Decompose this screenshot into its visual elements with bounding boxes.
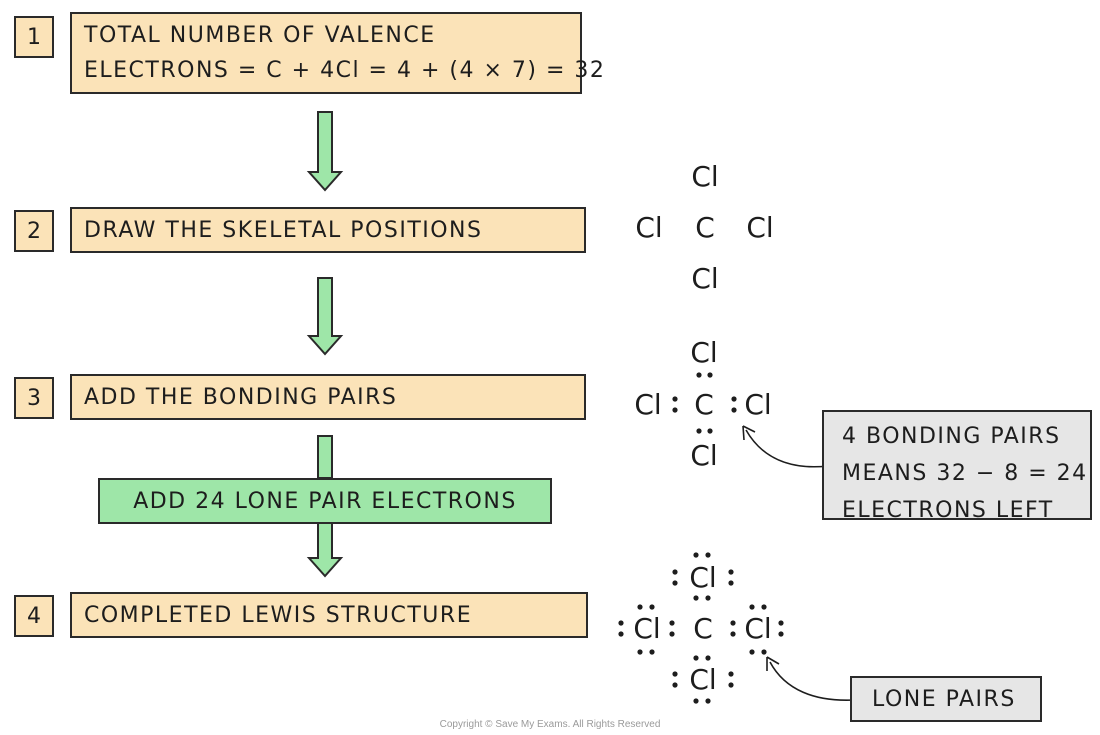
dot <box>672 671 678 677</box>
lewis-cl-right: Cl <box>744 612 772 645</box>
dot <box>705 698 711 704</box>
dot <box>749 604 755 610</box>
skeletal-cl-top: Cl <box>691 160 719 193</box>
dot <box>778 620 784 626</box>
dot <box>672 396 678 402</box>
dot <box>693 595 699 601</box>
step-1-line-1: TOTAL NUMBER OF VALENCE <box>84 23 436 48</box>
dot <box>669 620 675 626</box>
step-box-3: ADD THE BONDING PAIRS <box>70 374 586 420</box>
bonding-pair-dots <box>672 372 737 434</box>
bonding-pairs-callout: 4 BONDING PAIRS MEANS 32 − 8 = 24 ELECTR… <box>822 410 1092 523</box>
bonding-cl-left: Cl <box>634 388 662 421</box>
lewis-cl-bottom: Cl <box>689 663 717 696</box>
dot <box>705 552 711 558</box>
dot <box>731 396 737 402</box>
dot <box>618 631 624 637</box>
step-number-4: 4 <box>14 595 54 637</box>
flow-arrow-1 <box>306 111 344 192</box>
lewis-cl-top: Cl <box>689 561 717 594</box>
dot <box>696 428 702 434</box>
dot <box>649 604 655 610</box>
bonding-cl-right: Cl <box>744 388 772 421</box>
dot <box>618 620 624 626</box>
dot <box>728 580 734 586</box>
flow-arrow-3-bottom <box>306 521 344 578</box>
skeletal-cl-left: Cl <box>635 211 663 244</box>
bonding-callout-line-1: 4 BONDING PAIRS <box>842 424 1061 449</box>
dot <box>728 569 734 575</box>
skeletal-cl-right: Cl <box>746 211 774 244</box>
dot <box>693 552 699 558</box>
dot <box>669 631 675 637</box>
dot <box>761 604 767 610</box>
flow-arrow-2 <box>306 277 344 356</box>
step-box-1: TOTAL NUMBER OF VALENCE ELECTRONS = C + … <box>70 12 604 94</box>
lewis-c: C <box>693 612 713 645</box>
lone-pair-step-box: ADD 24 LONE PAIR ELECTRONS <box>98 478 552 524</box>
lone-pairs-callout: LONE PAIRS <box>850 676 1042 722</box>
dot <box>730 631 736 637</box>
step-number-1: 1 <box>14 16 54 58</box>
dot <box>728 671 734 677</box>
step-box-2: DRAW THE SKELETAL POSITIONS <box>70 207 586 253</box>
copyright-notice: Copyright © Save My Exams. All Rights Re… <box>439 719 661 730</box>
step-2-text: DRAW THE SKELETAL POSITIONS <box>84 217 483 243</box>
step-4-text: COMPLETED LEWIS STRUCTURE <box>84 602 473 628</box>
dot <box>672 580 678 586</box>
lewis-structure-dots <box>618 552 784 704</box>
bonding-callout-pointer <box>742 425 834 470</box>
skeletal-cl-bottom: Cl <box>691 262 719 295</box>
dot <box>696 372 702 378</box>
dot <box>728 682 734 688</box>
dot <box>672 569 678 575</box>
dot <box>672 682 678 688</box>
dot <box>705 595 711 601</box>
dot <box>637 649 643 655</box>
lone-pair-step-text: ADD 24 LONE PAIR ELECTRONS <box>133 488 517 514</box>
dot <box>707 372 713 378</box>
dot <box>778 631 784 637</box>
lewis-cl-left: Cl <box>633 612 661 645</box>
dot <box>749 649 755 655</box>
skeletal-c: C <box>695 211 715 244</box>
dot <box>730 620 736 626</box>
dot <box>637 604 643 610</box>
lone-pairs-callout-text: LONE PAIRS <box>872 686 1016 712</box>
dot <box>693 655 699 661</box>
lone-pairs-callout-pointer <box>766 656 861 704</box>
bonding-c: C <box>694 388 714 421</box>
step-3-text: ADD THE BONDING PAIRS <box>84 384 398 410</box>
bonding-callout-line-2: MEANS 32 − 8 = 24 <box>842 461 1088 486</box>
dot <box>761 649 767 655</box>
dot <box>707 428 713 434</box>
dot <box>672 407 678 413</box>
dot <box>731 407 737 413</box>
step-1-line-2: ELECTRONS = C + 4Cl = 4 + (4 × 7) = 32 <box>84 58 606 83</box>
bonding-callout-line-3: ELECTRONS LEFT <box>842 498 1054 523</box>
step-box-4: COMPLETED LEWIS STRUCTURE <box>70 592 588 638</box>
dot <box>649 649 655 655</box>
dot <box>705 655 711 661</box>
bonding-cl-bottom: Cl <box>690 439 718 472</box>
bonding-cl-top: Cl <box>690 336 718 369</box>
step-number-3: 3 <box>14 377 54 419</box>
step-number-2: 2 <box>14 210 54 252</box>
dot <box>693 698 699 704</box>
flow-arrow-3-top <box>317 435 333 479</box>
